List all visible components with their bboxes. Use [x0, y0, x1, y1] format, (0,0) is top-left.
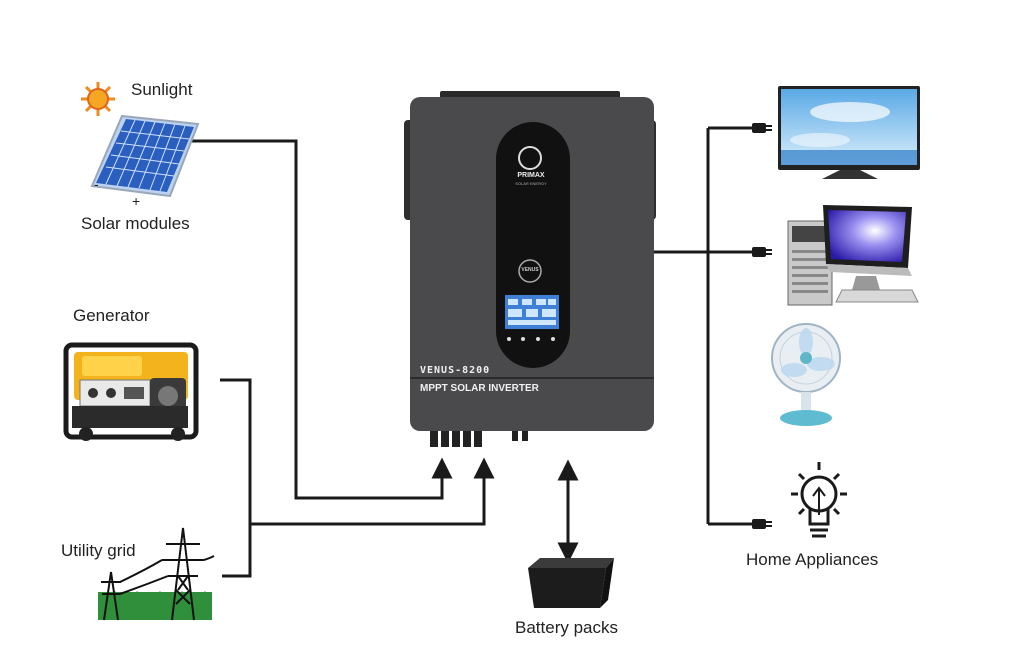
utility-grid-label: Utility grid — [61, 541, 136, 560]
generator-icon — [63, 342, 199, 441]
inverter-brand: PRIMAX — [517, 172, 545, 179]
plus-sign: + — [132, 193, 141, 209]
battery-icon — [528, 558, 614, 608]
sun-icon — [81, 82, 115, 116]
inverter-type: MPPT SOLAR INVERTER — [420, 383, 539, 394]
computer-icon — [787, 205, 919, 306]
inverter-brand-sub: SOLAR ENERGY — [515, 181, 547, 186]
solar-wire — [188, 139, 453, 500]
plug-icon — [752, 519, 772, 529]
inverter-model: VENUS-8200 — [420, 365, 491, 376]
plug-icon — [752, 123, 772, 133]
tv-icon — [778, 86, 920, 179]
fan-icon — [771, 323, 841, 426]
home-appliances-label: Home Appliances — [746, 550, 879, 569]
minus-sign: - — [94, 176, 99, 192]
grid-wire — [250, 457, 495, 526]
bulb-icon — [791, 462, 847, 538]
pylon-icon — [98, 527, 215, 621]
inverter-badge: VENUS — [521, 267, 539, 273]
inverter — [404, 91, 656, 447]
wires — [188, 126, 752, 578]
solar-panel-icon — [90, 114, 200, 198]
sunlight-label: Sunlight — [131, 80, 193, 99]
plug-icon — [752, 247, 772, 257]
generator-label: Generator — [73, 306, 150, 325]
generator-wire — [220, 378, 252, 578]
solar-modules-label: Solar modules — [81, 214, 190, 233]
battery-packs-label: Battery packs — [515, 618, 618, 637]
